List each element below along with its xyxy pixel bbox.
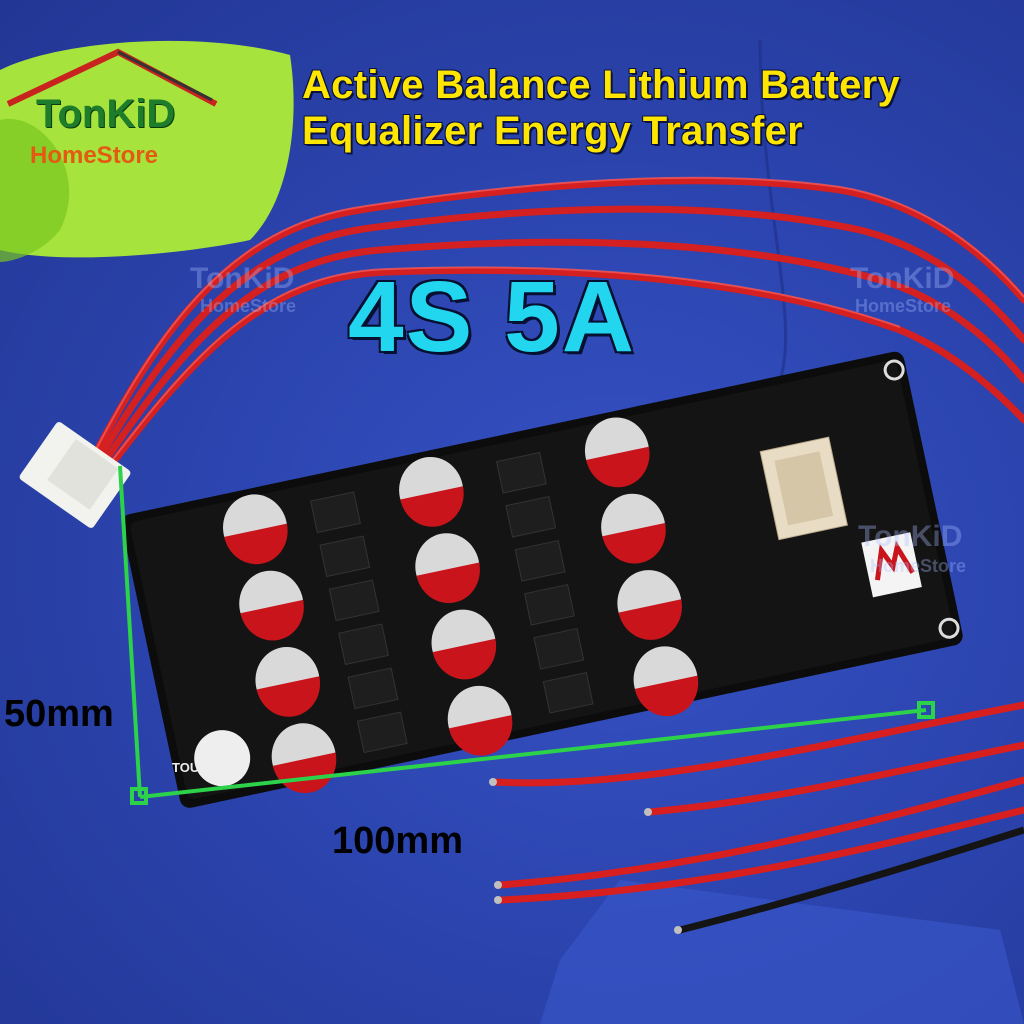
watermark-subtitle: HomeStore xyxy=(855,296,952,316)
height-dimension: 50mm xyxy=(4,693,114,735)
brand-logo: TonKiD xyxy=(36,92,176,136)
watermark-brand: TonKiD xyxy=(858,520,963,553)
title-line-2: Equalizer Energy Transfer xyxy=(302,109,804,153)
width-dimension: 100mm xyxy=(332,820,463,862)
watermark-subtitle: HomeStore xyxy=(200,296,297,316)
touch-pad-label: TOUCH xyxy=(172,760,218,775)
watermark-subtitle: HomeStore xyxy=(870,556,967,576)
product-title: Active Balance Lithium Battery Equalizer… xyxy=(302,62,900,154)
title-line-1: Active Balance Lithium Battery xyxy=(302,63,901,107)
watermark-brand: TonKiD xyxy=(850,262,955,295)
watermark-brand: TonKiD xyxy=(190,262,295,295)
spec-label: 4S 5A xyxy=(348,261,636,373)
brand-subtitle: HomeStore xyxy=(30,142,159,169)
